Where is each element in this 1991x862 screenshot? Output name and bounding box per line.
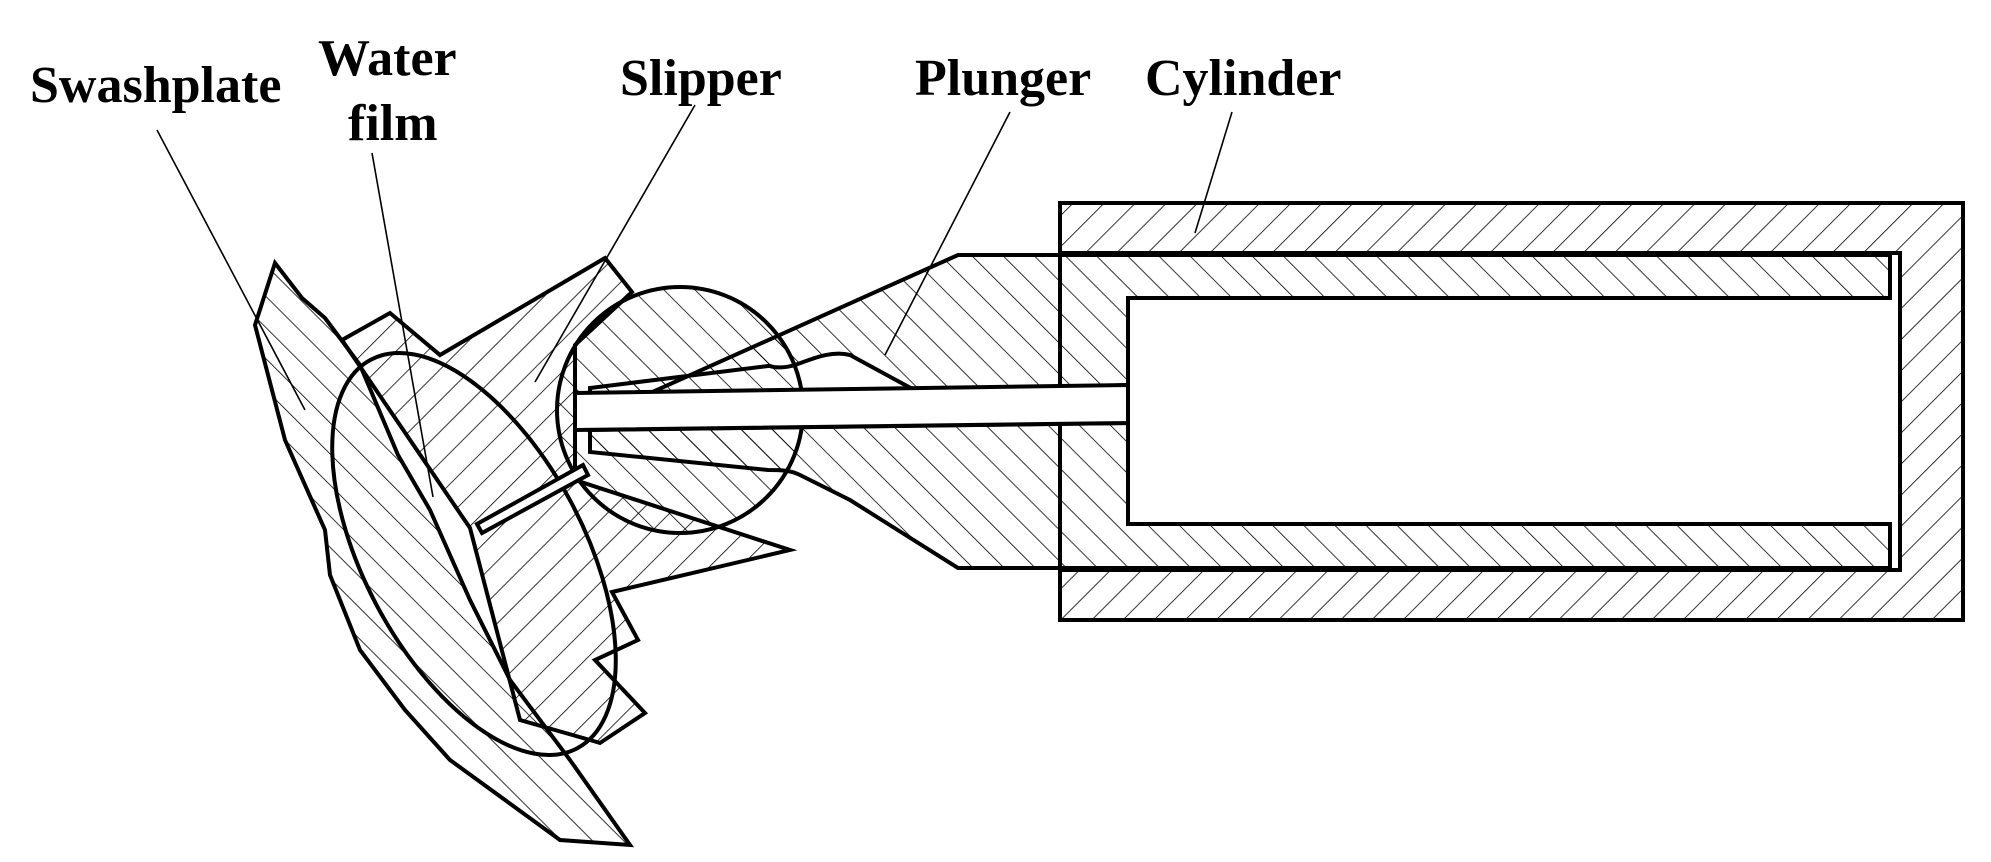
water-film-leader (371, 152, 434, 498)
slipper-leader (534, 104, 696, 383)
slipper-body (339, 255, 798, 746)
water-film-ellipse (330, 351, 618, 757)
label-swashplate: Swashplate (30, 57, 281, 114)
label-slipper: Slipper (620, 50, 782, 107)
cylinder-leader (1194, 111, 1233, 234)
label-water-film-line1: Water (318, 30, 457, 87)
label-cylinder: Cylinder (1145, 50, 1341, 107)
label-plunger: Plunger (915, 50, 1091, 107)
slipper-orifice (474, 462, 591, 536)
swashplate-leader (156, 129, 306, 411)
label-water-film-line2: film (348, 95, 438, 152)
plunger-leader (884, 111, 1011, 356)
plunger-bore (573, 382, 1130, 433)
